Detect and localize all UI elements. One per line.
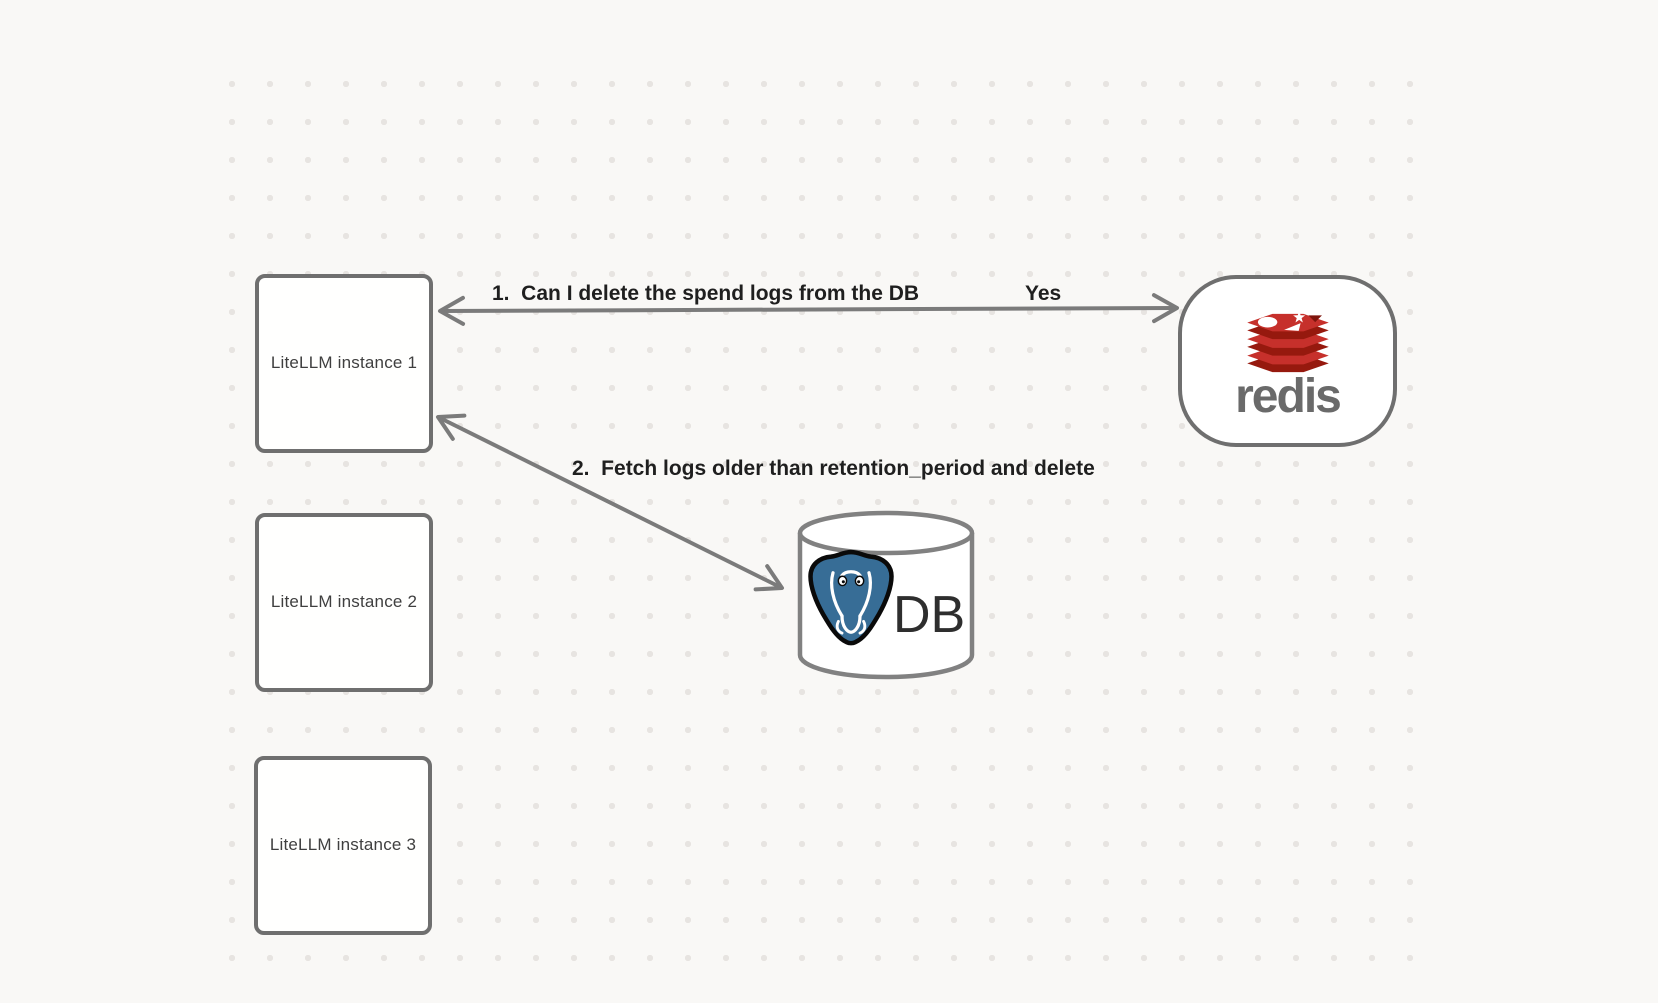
node-litellm-instance-3-label: LiteLLM instance 3 [269,835,417,855]
postgres-elephant-icon [808,549,894,646]
arrow-1-response-label[interactable]: Yes [1025,282,1062,305]
arrow-1-label[interactable]: 1. Can I delete the spend logs from the … [492,282,920,305]
arrow-instance1-db[interactable] [436,413,784,592]
db-label: DB [893,586,966,644]
arrow-instance1-redis[interactable] [438,293,1179,326]
redis-wordmark: redis [1235,370,1342,423]
node-litellm-instance-1[interactable]: LiteLLM instance 1 [255,274,433,453]
node-litellm-instance-1-label: LiteLLM instance 1 [270,353,418,373]
node-litellm-instance-2-label: LiteLLM instance 2 [270,592,418,612]
redis-stack-icon [1246,311,1329,373]
node-redis[interactable]: redis [1178,275,1397,447]
node-litellm-instance-2[interactable]: LiteLLM instance 2 [255,513,433,692]
arrow-2-label[interactable]: 2. Fetch logs older than retention_perio… [572,457,1095,480]
node-litellm-instance-3[interactable]: LiteLLM instance 3 [254,756,432,935]
